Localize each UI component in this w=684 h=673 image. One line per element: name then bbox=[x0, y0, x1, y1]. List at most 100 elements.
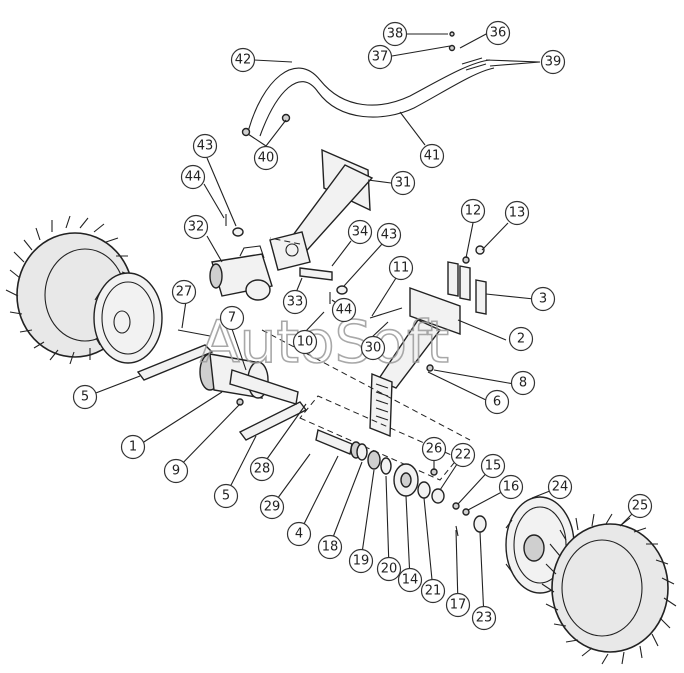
callout-9: 9 bbox=[163, 458, 189, 484]
callout-circle bbox=[348, 548, 374, 574]
right-tire bbox=[541, 513, 677, 665]
callout-label: 33 bbox=[287, 295, 304, 310]
callout-label: 4 bbox=[295, 527, 303, 542]
callout-23: 23 bbox=[471, 605, 497, 631]
callout-circle bbox=[183, 214, 209, 240]
callout-label: 40 bbox=[258, 151, 275, 166]
callout-label: 26 bbox=[426, 442, 443, 457]
callout-circle bbox=[253, 145, 279, 171]
callout-circle bbox=[171, 279, 197, 305]
callout-label: 34 bbox=[352, 225, 369, 240]
callout-circle bbox=[317, 534, 343, 560]
shaft-33 bbox=[299, 267, 333, 281]
pin-27 bbox=[177, 329, 211, 337]
callout-label: 41 bbox=[424, 149, 441, 164]
hub-assembly bbox=[199, 353, 299, 406]
hub-14 bbox=[393, 463, 419, 497]
callout-37: 37 bbox=[367, 44, 393, 70]
callout-25: 25 bbox=[627, 493, 653, 519]
callout-19: 19 bbox=[348, 548, 374, 574]
callout-circle bbox=[627, 493, 653, 519]
callout-29: 29 bbox=[259, 494, 285, 520]
callout-31: 31 bbox=[390, 170, 416, 196]
callout-label: 7 bbox=[228, 311, 236, 326]
nut-13 bbox=[475, 245, 485, 255]
callout-44b: 44 bbox=[331, 297, 357, 323]
cap-23 bbox=[473, 515, 487, 533]
callout-38: 38 bbox=[382, 21, 408, 47]
callout-13: 13 bbox=[504, 200, 530, 226]
callout-circle bbox=[367, 44, 393, 70]
plates-3 bbox=[447, 261, 487, 315]
callout-40: 40 bbox=[253, 145, 279, 171]
callout-circle bbox=[510, 370, 536, 396]
callout-label: 29 bbox=[264, 500, 281, 515]
callout-1: 1 bbox=[120, 434, 146, 460]
lower-link-left bbox=[136, 344, 214, 381]
callout-24: 24 bbox=[547, 474, 573, 500]
pin-17 bbox=[455, 525, 459, 537]
callout-6: 6 bbox=[484, 389, 510, 415]
callout-circle bbox=[219, 305, 245, 331]
callout-label: 44 bbox=[336, 303, 353, 318]
callout-label: 23 bbox=[476, 611, 493, 626]
callout-circle bbox=[450, 442, 476, 468]
seal-18 bbox=[356, 443, 368, 461]
callout-label: 27 bbox=[176, 285, 193, 300]
callout-10: 10 bbox=[292, 329, 318, 355]
callout-34: 34 bbox=[347, 219, 373, 245]
callout-circle bbox=[388, 255, 414, 281]
left-rim bbox=[93, 272, 163, 364]
callout-circle bbox=[390, 170, 416, 196]
callout-label: 37 bbox=[372, 50, 389, 65]
callout-label: 14 bbox=[402, 573, 419, 588]
callout-15: 15 bbox=[480, 453, 506, 479]
bracket-31 bbox=[269, 148, 374, 271]
callout-2: 2 bbox=[508, 326, 534, 352]
callout-label: 30 bbox=[365, 341, 382, 356]
callout-label: 28 bbox=[254, 462, 271, 477]
callout-circle bbox=[163, 458, 189, 484]
callout-circle bbox=[292, 329, 318, 355]
callout-label: 24 bbox=[552, 480, 569, 495]
callout-circle bbox=[347, 219, 373, 245]
callout-label: 42 bbox=[235, 53, 252, 68]
callout-circle bbox=[249, 456, 275, 482]
callout-30: 30 bbox=[360, 335, 386, 361]
callout-label: 25 bbox=[632, 499, 649, 514]
callout-circle bbox=[419, 143, 445, 169]
callout-circle bbox=[382, 21, 408, 47]
callout-label: 22 bbox=[455, 448, 472, 463]
callout-5a: 5 bbox=[72, 384, 98, 410]
callout-20: 20 bbox=[376, 556, 402, 582]
callout-16: 16 bbox=[498, 474, 524, 500]
callout-circle bbox=[540, 49, 566, 75]
nut-15 bbox=[452, 502, 460, 510]
callout-circle bbox=[421, 436, 447, 462]
callout-label: 44 bbox=[185, 170, 202, 185]
callout-label: 43 bbox=[197, 139, 214, 154]
callout-label: 15 bbox=[485, 459, 502, 474]
spindle-4 bbox=[315, 429, 362, 459]
callout-label: 3 bbox=[539, 292, 547, 307]
callout-circle bbox=[460, 198, 486, 224]
hinge-block-32 bbox=[209, 245, 273, 301]
callout-label: 11 bbox=[393, 261, 410, 276]
callout-circle bbox=[508, 326, 534, 352]
callout-circle bbox=[420, 578, 446, 604]
callout-label: 10 bbox=[297, 335, 314, 350]
callout-circle bbox=[331, 297, 357, 323]
callout-7: 7 bbox=[219, 305, 245, 331]
callout-circle bbox=[360, 335, 386, 361]
callout-label: 6 bbox=[493, 395, 501, 410]
callout-circle bbox=[397, 567, 423, 593]
callout-circle bbox=[471, 605, 497, 631]
callout-label: 20 bbox=[381, 562, 398, 577]
callout-circle bbox=[282, 289, 308, 315]
bearing-21 bbox=[417, 481, 431, 499]
nut-16 bbox=[462, 508, 470, 516]
callout-28: 28 bbox=[249, 456, 275, 482]
bolt-11 bbox=[369, 307, 403, 319]
callout-26: 26 bbox=[421, 436, 447, 462]
callout-39: 39 bbox=[540, 49, 566, 75]
